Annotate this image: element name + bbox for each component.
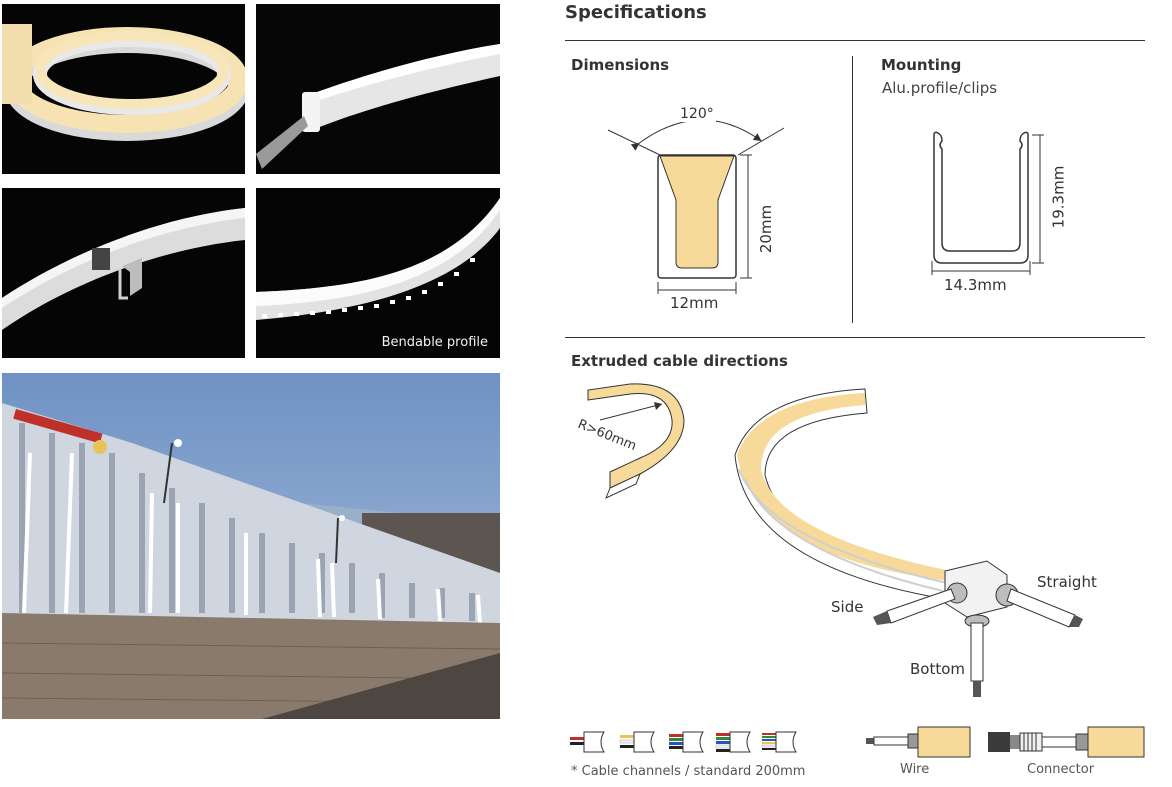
dimension-height-label: 20mm xyxy=(757,204,776,254)
photo-coiled-strip xyxy=(2,4,245,174)
dimensions-title: Dimensions xyxy=(571,56,670,74)
mounting-height-label: 19.3mm xyxy=(1049,165,1068,229)
dimension-width-label: 12mm xyxy=(670,294,719,312)
bendable-profile-caption: Bendable profile xyxy=(381,335,488,350)
cable-side-label: Side xyxy=(831,598,864,616)
cable-directions-diagram xyxy=(734,388,1083,697)
mounting-title: Mounting xyxy=(881,56,962,74)
photo-mounting-clip xyxy=(2,188,245,358)
mounting-width-label: 14.3mm xyxy=(944,276,1007,294)
column-divider xyxy=(852,56,853,323)
photo-bendable-profile: Bendable profile xyxy=(256,188,500,358)
photo-strip-end-cap xyxy=(256,4,500,174)
extruded-title: Extruded cable directions xyxy=(571,352,788,370)
top-divider xyxy=(565,40,1145,41)
bend-radius-diagram xyxy=(587,383,685,499)
specifications-title: Specifications xyxy=(565,2,707,23)
cable-channels-icons xyxy=(570,731,797,753)
connector-label: Connector xyxy=(1027,762,1095,777)
wire-end-icon xyxy=(866,726,971,758)
mounting-subtitle: Alu.profile/clips xyxy=(882,79,998,97)
cable-channels-note: * Cable channels / standard 200mm xyxy=(571,764,806,779)
wire-label: Wire xyxy=(900,762,930,777)
dimensions-diagram xyxy=(607,119,785,294)
cable-straight-label: Straight xyxy=(1037,573,1097,591)
photo-building-facade xyxy=(2,373,500,719)
connector-end-icon xyxy=(988,726,1145,758)
dimension-angle-label: 120° xyxy=(678,106,716,122)
mounting-clip-diagram xyxy=(931,131,1044,275)
cable-bottom-label: Bottom xyxy=(910,660,966,678)
middle-divider xyxy=(565,337,1145,338)
